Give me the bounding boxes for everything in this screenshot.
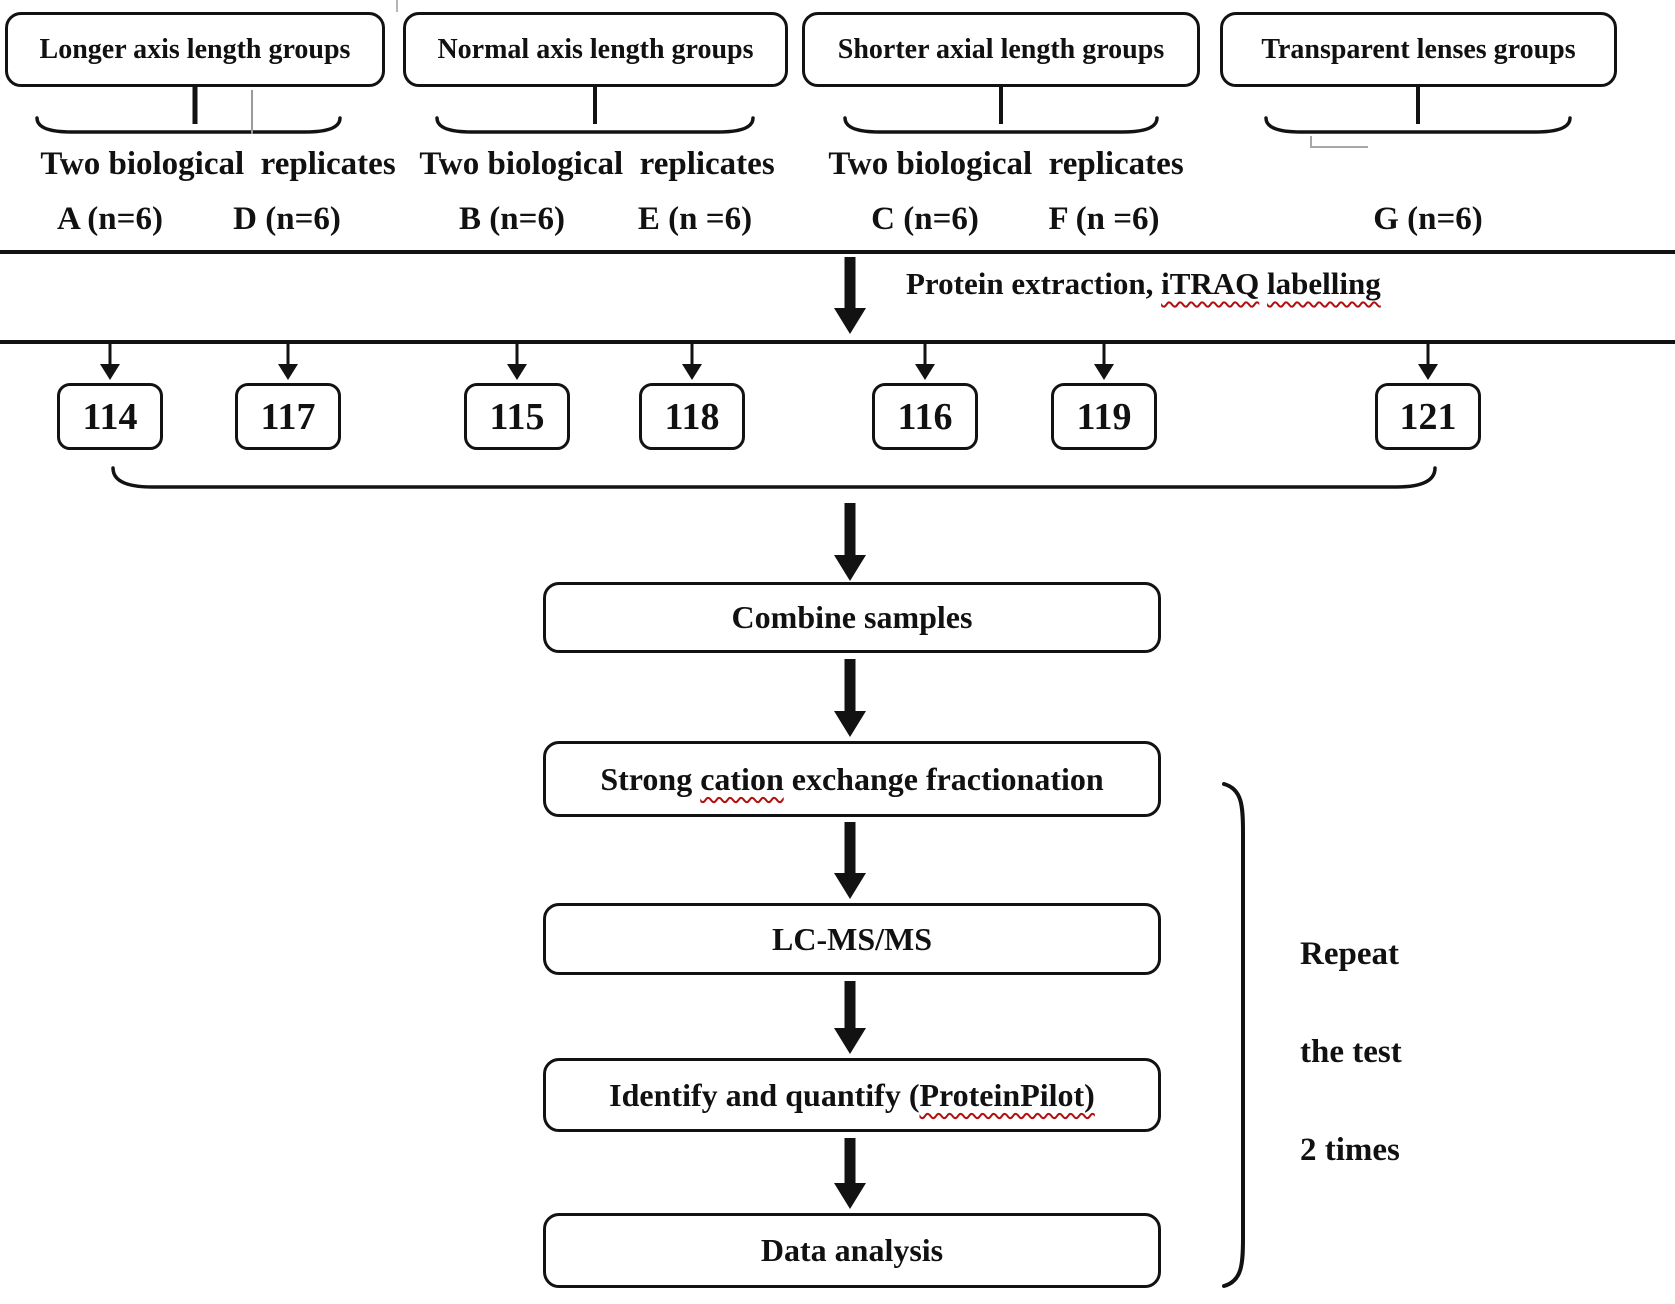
tags-collector-brace <box>111 466 1437 489</box>
itraq-tag-box-115: 115 <box>464 383 570 450</box>
itraq-tag-box-116: 116 <box>872 383 978 450</box>
group-box-transparent: Transparent lenses groups <box>1220 12 1617 87</box>
arrow-to-combine <box>834 503 866 581</box>
scx-label-cation: cation <box>700 760 784 797</box>
itraq-tag-117: 117 <box>260 395 316 438</box>
step-box-scx-fractionation: Strong cation exchange fractionation <box>543 741 1161 817</box>
arrow-tag-115 <box>507 344 527 380</box>
arrow-to-data-analysis <box>834 1138 866 1209</box>
sample-label-D: D (n=6) <box>233 201 341 237</box>
arrow-tag-117 <box>278 344 298 380</box>
itraq-tag-box-117: 117 <box>235 383 341 450</box>
group-box-normal-axis: Normal axis length groups <box>403 12 788 87</box>
group-box-normal-axis-label: Normal axis length groups <box>437 33 754 65</box>
itraq-tag-119: 119 <box>1076 395 1132 438</box>
arrow-to-scx <box>834 659 866 737</box>
combine-samples-label: Combine samples <box>731 599 973 635</box>
step-box-data-analysis: Data analysis <box>543 1213 1161 1288</box>
repeat-note-line2: the test <box>1300 1034 1402 1070</box>
step-box-lcmsms: LC-MS/MS <box>543 903 1161 975</box>
artifact-gray-mark-right <box>1310 136 1368 148</box>
group3-brace <box>843 116 1159 134</box>
repeat-note-line3: 2 times <box>1300 1132 1400 1168</box>
itraq-tag-115: 115 <box>489 395 545 438</box>
identify-label-proteinpilot: ProteinPilot) <box>919 1076 1095 1113</box>
repeat-bracket <box>1222 782 1245 1288</box>
step-box-identify-quantify: Identify and quantify (ProteinPilot) <box>543 1058 1161 1132</box>
itraq-tag-box-121: 121 <box>1375 383 1481 450</box>
extraction-step-label: Protein extraction, iTRAQ labelling <box>906 266 1381 302</box>
group-box-shorter-axial: Shorter axial length groups <box>802 12 1200 87</box>
extraction-label-labelling: labelling <box>1267 266 1381 301</box>
sample-label-C: C (n=6) <box>871 201 979 237</box>
extraction-label-prefix: Protein extraction, <box>906 266 1162 301</box>
replicates-label-group2: Two biological replicates <box>419 146 775 182</box>
group-box-transparent-label: Transparent lenses groups <box>1261 33 1576 65</box>
group2-brace <box>435 116 755 134</box>
identify-label-part1: Identify and quantify ( <box>609 1076 920 1113</box>
scx-label-part2: exchange fractionation <box>783 760 1104 797</box>
itraq-tag-116: 116 <box>897 395 953 438</box>
arrow-tag-119 <box>1094 344 1114 380</box>
divider-line-bottom <box>0 340 1675 344</box>
arrow-tag-114 <box>100 344 120 380</box>
arrow-to-lcms <box>834 822 866 899</box>
sample-label-G: G (n=6) <box>1373 201 1483 237</box>
lcmsms-label: LC-MS/MS <box>772 920 932 957</box>
replicates-label-group1: Two biological replicates <box>40 146 396 182</box>
group-box-longer-axis: Longer axis length groups <box>5 12 385 87</box>
arrow-tag-116 <box>915 344 935 380</box>
repeat-note-line1: Repeat <box>1300 936 1399 972</box>
itraq-tag-121: 121 <box>1399 395 1457 438</box>
sample-label-B: B (n=6) <box>459 201 565 237</box>
extraction-label-itraq: iTRAQ <box>1161 266 1260 301</box>
group-box-shorter-axial-label: Shorter axial length groups <box>837 33 1165 65</box>
arrow-tag-118 <box>682 344 702 380</box>
replicates-label-group3: Two biological replicates <box>828 146 1184 182</box>
data-analysis-label: Data analysis <box>760 1232 944 1268</box>
extraction-label-sep <box>1259 266 1267 301</box>
itraq-tag-box-118: 118 <box>639 383 745 450</box>
group-box-longer-axis-label: Longer axis length groups <box>39 33 351 65</box>
divider-line-top <box>0 250 1675 254</box>
arrow-extraction <box>834 257 866 334</box>
itraq-tag-118: 118 <box>664 395 720 438</box>
itraq-tag-box-114: 114 <box>57 383 163 450</box>
repeat-note: Repeat the test 2 times <box>1300 905 1402 1199</box>
itraq-tag-114: 114 <box>82 395 138 438</box>
sample-label-E: E (n =6) <box>637 201 753 237</box>
step-box-combine-samples: Combine samples <box>543 582 1161 653</box>
sample-label-A: A (n=6) <box>57 201 163 237</box>
group1-brace <box>35 116 342 134</box>
group4-brace <box>1264 116 1572 134</box>
arrow-tag-121 <box>1418 344 1438 380</box>
arrow-to-identify <box>834 981 866 1054</box>
scx-label-part1: Strong <box>600 760 701 797</box>
sample-label-F: F (n =6) <box>1048 201 1160 237</box>
itraq-tag-box-119: 119 <box>1051 383 1157 450</box>
